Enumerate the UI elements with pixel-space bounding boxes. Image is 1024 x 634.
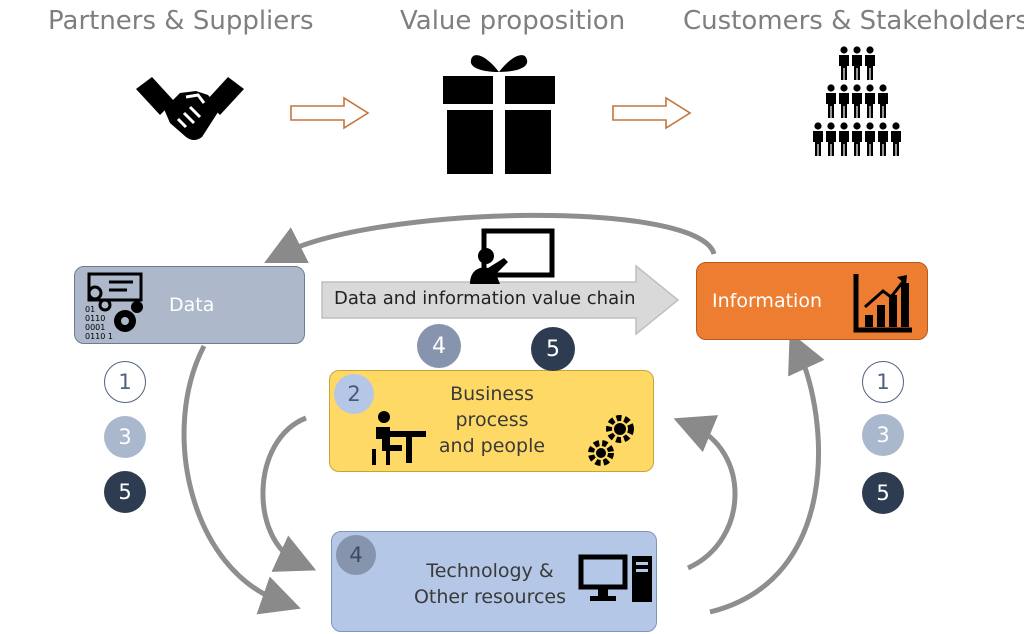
person-figure [878, 122, 888, 156]
data-label: Data [169, 294, 215, 316]
data-bits: 01 0110 0001 0110 1 [85, 305, 113, 341]
desk-worker-icon [372, 411, 426, 465]
handshake-icon [136, 77, 244, 140]
technology-box: 4 Technology & Other resources [331, 531, 657, 632]
person-figure [878, 84, 888, 118]
data-bit-line: 0110 [85, 314, 106, 323]
person-figure [852, 46, 862, 80]
gears-icon [588, 415, 634, 466]
person-figure [865, 84, 875, 118]
left-number-1: 1 [104, 361, 146, 403]
person-figure [839, 84, 849, 118]
business-label-line2: and people [438, 435, 546, 457]
technology-label: Technology & Other resources [410, 558, 570, 610]
value-chain-label: Data and information value chain [334, 288, 636, 309]
person-figure [891, 122, 901, 156]
arrow-partners-to-value-icon [290, 96, 370, 130]
business-badge: 2 [334, 374, 374, 414]
person-figure [852, 122, 862, 156]
person-figure [826, 84, 836, 118]
gift-icon [443, 55, 555, 174]
right-number-5: 5 [862, 472, 904, 514]
person-figure [865, 46, 875, 80]
person-figure [852, 84, 862, 118]
bar-chart-icon [853, 274, 912, 333]
information-label: Information [712, 290, 822, 312]
heading-value-proposition: Value proposition [400, 6, 626, 36]
person-figure [865, 122, 875, 156]
person-figure [826, 122, 836, 156]
technology-label-line1: Technology & [426, 560, 554, 582]
business-label: Business process and people [412, 381, 572, 459]
business-process-box: 2 Business process and people [329, 370, 654, 472]
computer-icon [578, 554, 652, 602]
crowd-icon [813, 46, 901, 156]
right-number-1: 1 [862, 361, 904, 403]
data-box: 01 0110 0001 0110 1 Data [74, 266, 305, 344]
data-bit-line: 0001 [85, 323, 106, 332]
right-number-3: 3 [862, 414, 904, 456]
chain-badge-4: 4 [417, 324, 461, 368]
person-figure [813, 122, 823, 156]
business-label-line1: Business process [450, 383, 534, 431]
person-figure [839, 122, 849, 156]
left-number-5: 5 [104, 471, 146, 513]
arrow-value-to-customers-icon [612, 96, 692, 130]
person-figure [839, 46, 849, 80]
chain-badge-5: 5 [531, 327, 575, 371]
value-chain-arrow [321, 264, 680, 336]
presentation-icon [470, 228, 555, 284]
technology-label-line2: Other resources [413, 586, 567, 608]
data-bit-line: 0110 1 [85, 332, 113, 341]
heading-customers: Customers & Stakeholders [683, 6, 1024, 36]
heading-partners: Partners & Suppliers [48, 6, 314, 36]
technology-badge: 4 [336, 535, 376, 575]
information-box: Information [696, 262, 928, 340]
left-number-3: 3 [104, 416, 146, 458]
data-gears-icon [87, 272, 143, 332]
data-bit-line: 01 [85, 305, 96, 314]
